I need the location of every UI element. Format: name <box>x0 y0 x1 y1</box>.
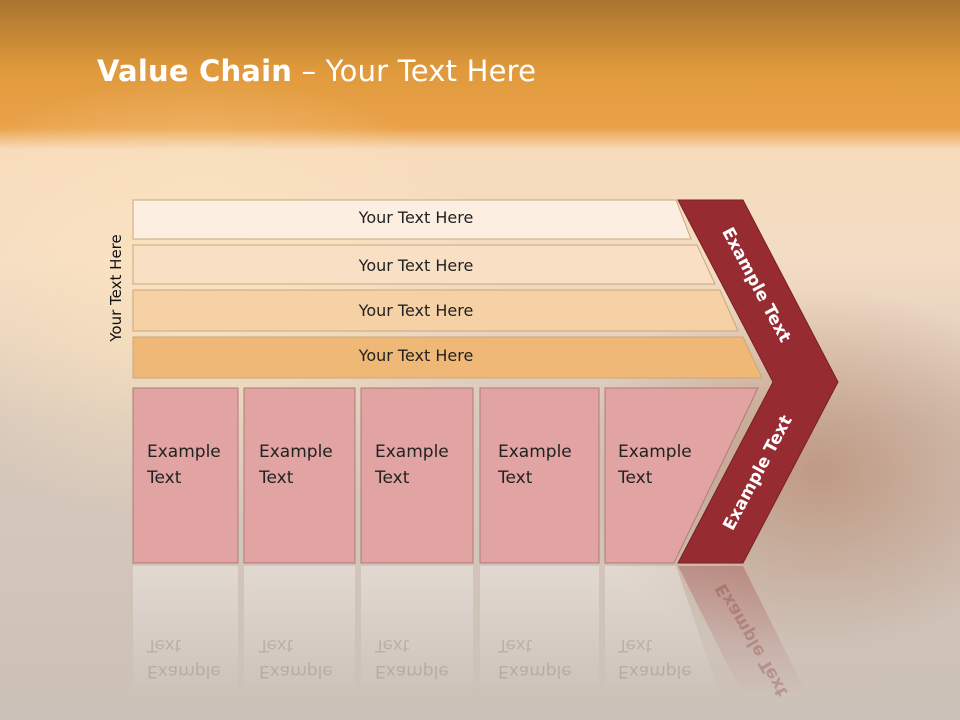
reflection-box-4 <box>480 566 599 696</box>
row-label-2: Your Text Here <box>358 256 474 275</box>
row-bar-2 <box>132 244 716 285</box>
box-label-5-line1: Example <box>618 442 692 462</box>
row-bar-4 <box>132 336 763 379</box>
reflection-box-2 <box>244 566 355 696</box>
activity-box-5 <box>604 387 759 564</box>
box-label-4-line1: Example <box>498 442 572 462</box>
box-label-1-line1: Example <box>147 442 221 462</box>
activity-box-2 <box>243 387 356 564</box>
box-label-3-line1: Example <box>375 442 449 462</box>
box-label-1-line2: Text <box>147 468 182 488</box>
slide-title: Value Chain – Your Text Here <box>97 54 536 88</box>
box-label-4-line2: Text <box>498 468 533 488</box>
row-bar-3 <box>132 289 739 332</box>
row-label-3: Your Text Here <box>358 301 474 320</box>
box-label-5-line2: Text <box>618 468 653 488</box>
margin-chevron <box>677 199 839 564</box>
row-label-1: Your Text Here <box>358 208 474 227</box>
reflection-box-5 <box>605 566 720 696</box>
row-bar-1 <box>132 199 692 240</box>
activity-box-3 <box>360 387 474 564</box>
activity-box-4 <box>479 387 600 564</box>
box-label-2-line2: Text <box>259 468 294 488</box>
box-label-2-line1: Example <box>259 442 333 462</box>
reflection-box-3 <box>361 566 473 696</box>
activity-box-1 <box>132 387 239 564</box>
reflection-chevron <box>678 566 808 696</box>
reflection-box-1 <box>133 566 238 696</box>
row-label-4: Your Text Here <box>358 346 474 365</box>
box-label-3-line2: Text <box>375 468 410 488</box>
title-bold: Value Chain <box>97 54 293 88</box>
title-rest: – Your Text Here <box>292 54 537 88</box>
